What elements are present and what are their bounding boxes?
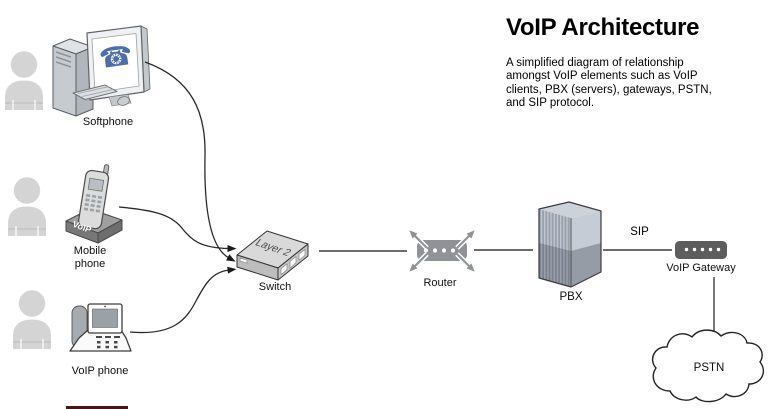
voip-phone-icon [69, 303, 132, 352]
router-label: Router [423, 277, 457, 289]
mobile-phone-icon [65, 164, 123, 244]
user-icon-softphone [5, 51, 43, 110]
pbx-server-icon [538, 201, 602, 288]
user-icon-mobile [8, 177, 46, 236]
pbx-label: PBX [559, 291, 583, 303]
pstn-cloud-icon [651, 329, 765, 403]
pstn-label: PSTN [693, 362, 725, 374]
softphone-computer-icon [52, 25, 151, 117]
cropped-bottom-bar [66, 406, 128, 409]
softphone-screen-phone-icon: ☎ [97, 39, 135, 75]
connector-mobile-switch [118, 206, 237, 252]
connector-voipphone-switch [129, 266, 237, 334]
voip-phone-label: VoIP phone [71, 365, 129, 377]
softphone-label: Softphone [82, 116, 134, 128]
sip-protocol-label: SIP [630, 226, 649, 238]
mobile-phone-label: Mobile phone [73, 245, 107, 270]
connector-softphone-switch [144, 61, 236, 262]
voip-gateway-icon [675, 241, 727, 259]
switch-label: Switch [258, 281, 292, 293]
page-description: A simplified diagram of relationship amo… [506, 57, 712, 110]
user-icon-voipphone [13, 290, 51, 349]
voip-gateway-label: VoIP Gateway [666, 262, 736, 274]
router-icon [409, 230, 475, 272]
switch-icon [236, 230, 309, 281]
page-title: VoIP Architecture [506, 14, 700, 41]
